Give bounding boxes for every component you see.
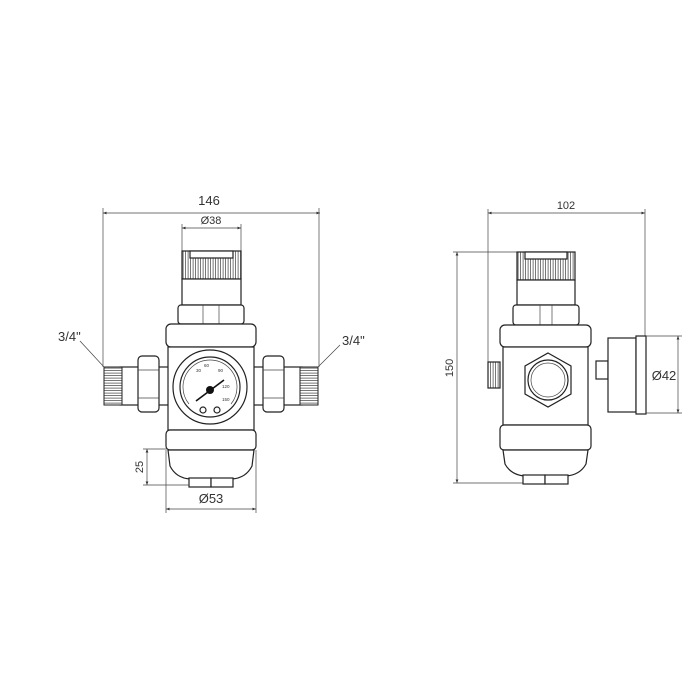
dimension-label-d42: Ø42	[652, 368, 677, 383]
right-thread-label: 3/4"	[342, 333, 365, 348]
gauge-tick-150: 150	[222, 397, 230, 402]
dimension-label-146: 146	[198, 193, 220, 208]
side-view: 102 150 Ø42	[444, 200, 682, 485]
dimension-bowl-diameter: Ø53	[165, 450, 257, 513]
filter-bowl	[167, 449, 255, 480]
dimension-overall-height: 150	[444, 251, 523, 484]
side-filter-bowl	[502, 449, 589, 477]
left-fitting	[103, 355, 171, 413]
dimension-overall-width: 146	[102, 193, 320, 367]
dimension-label-d38: Ø38	[201, 215, 222, 227]
dimension-label-102: 102	[557, 200, 575, 212]
body-cap	[165, 323, 257, 348]
gauge-tick-90: 90	[218, 368, 224, 373]
front-view: 146 Ø38	[58, 193, 365, 513]
pressure-gauge: 30 60 90 120 150	[172, 349, 248, 425]
side-plug	[487, 361, 501, 389]
dimension-label-150: 150	[444, 359, 456, 377]
side-hex-nut	[512, 304, 580, 326]
dimension-knob-diameter: Ø38	[181, 215, 242, 251]
dimension-label-d53: Ø53	[199, 491, 224, 506]
hex-nut	[177, 304, 245, 325]
side-pressure-gauge	[607, 335, 647, 415]
dimension-label-25: 25	[134, 461, 146, 473]
gauge-tick-60: 60	[204, 363, 210, 368]
dimension-overall-depth: 102	[487, 200, 646, 362]
gauge-tick-120: 120	[222, 384, 230, 389]
dimension-gauge-diameter: Ø42	[646, 335, 682, 414]
right-fitting	[251, 355, 319, 413]
left-thread-label: 3/4"	[58, 329, 81, 344]
gauge-tick-30: 30	[196, 368, 202, 373]
dimension-bowl-height: 25	[134, 448, 189, 486]
